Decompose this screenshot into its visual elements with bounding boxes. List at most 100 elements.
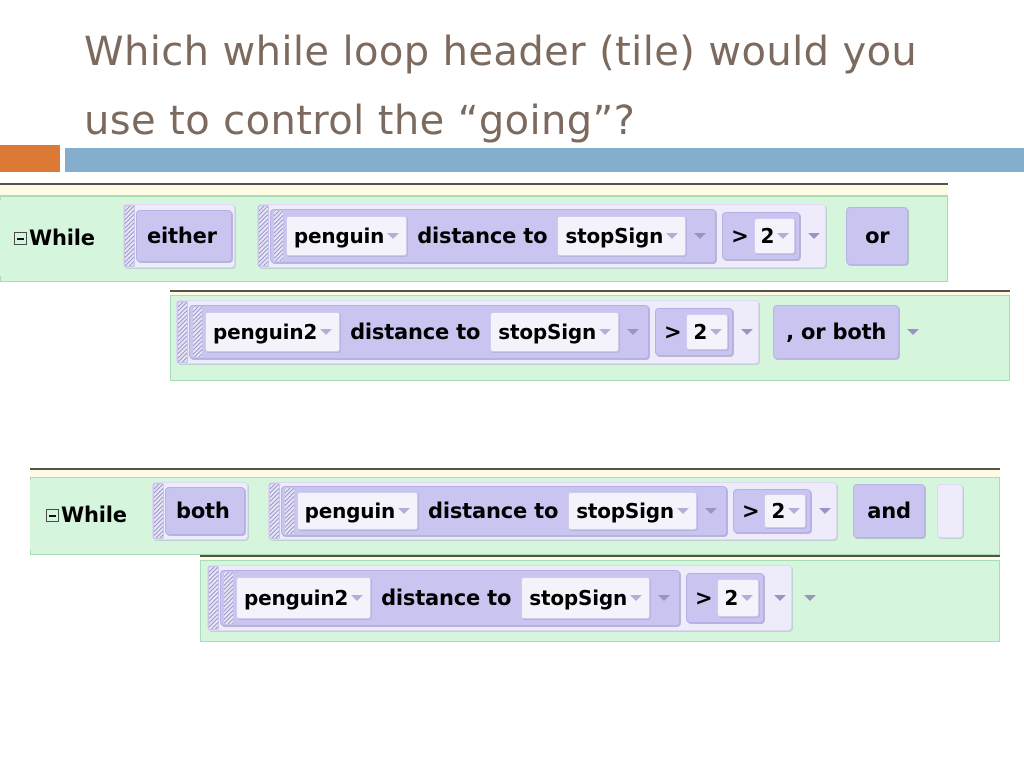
comparison-label: > [731, 224, 749, 248]
drag-grip-icon[interactable] [153, 483, 164, 539]
target-picker-stopsign[interactable]: stopSign [521, 577, 651, 619]
target-picker-stopsign[interactable]: stopSign [490, 312, 620, 352]
object-picker-penguin2[interactable]: penguin2 [205, 312, 341, 352]
trailing-operator-or[interactable]: or [846, 207, 909, 265]
object-label: penguin [304, 499, 396, 523]
comparison-label: > [664, 320, 682, 344]
tile-shell-edge[interactable] [937, 484, 964, 538]
drag-grip-icon[interactable] [223, 571, 234, 625]
code-block-strip-1 [0, 183, 948, 196]
chevron-down-icon[interactable] [788, 505, 801, 517]
method-label: distance to [428, 499, 559, 523]
condition-row-1: either penguin distance to stopSign > 2 [123, 204, 909, 268]
comparison-tile-4[interactable]: penguin2 distance to stopSign > 2 [207, 565, 793, 631]
distance-expression-tile-1[interactable]: penguin distance to stopSign [269, 209, 717, 263]
chevron-down-icon[interactable] [599, 326, 612, 338]
while-header-2[interactable]: While [30, 480, 146, 550]
comparison-tile-2[interactable]: penguin2 distance to stopSign > 2 [176, 300, 760, 364]
operator-label: and [867, 499, 911, 523]
method-label: distance to [381, 586, 512, 610]
chevron-down-icon[interactable] [819, 505, 832, 517]
target-picker-stopsign[interactable]: stopSign [557, 216, 687, 256]
chevron-down-icon[interactable] [777, 230, 790, 242]
logic-tile-either[interactable]: either [123, 204, 235, 268]
method-label: distance to [350, 320, 481, 344]
either-operator-tile[interactable]: either [136, 210, 232, 262]
either-label: either [147, 224, 217, 248]
object-picker-penguin[interactable]: penguin [285, 216, 408, 256]
chevron-down-icon[interactable] [658, 592, 671, 604]
chevron-down-icon[interactable] [774, 592, 787, 604]
drag-grip-icon[interactable] [208, 566, 219, 630]
drag-grip-icon[interactable] [124, 205, 135, 267]
chevron-down-icon[interactable] [630, 592, 643, 604]
target-label: stopSign [529, 586, 628, 610]
value-picker-4[interactable]: 2 [717, 579, 760, 617]
value-picker-1[interactable]: 2 [753, 218, 796, 254]
chevron-down-icon[interactable] [398, 505, 411, 517]
chevron-down-icon[interactable] [804, 592, 817, 604]
chevron-down-icon[interactable] [387, 230, 400, 242]
both-label: both [176, 499, 230, 523]
condition-row-4: penguin2 distance to stopSign > 2 [207, 565, 819, 631]
value-label: 2 [771, 499, 786, 523]
distance-expression-tile-2[interactable]: penguin2 distance to stopSign [189, 305, 650, 359]
chevron-down-icon[interactable] [676, 505, 689, 517]
operator-label: or [865, 224, 890, 248]
value-picker-2[interactable]: 2 [686, 314, 729, 350]
value-picker-3[interactable]: 2 [764, 494, 807, 528]
while-keyword: While [61, 503, 127, 527]
chevron-down-icon[interactable] [666, 230, 679, 242]
trailing-operator-and[interactable]: and [853, 484, 926, 538]
value-label: 2 [724, 586, 739, 610]
comparison-operator-tile-2[interactable]: > 2 [655, 308, 734, 356]
both-operator-tile[interactable]: both [165, 487, 245, 535]
drag-grip-icon[interactable] [257, 205, 269, 267]
chevron-down-icon[interactable] [710, 326, 723, 338]
chevron-down-icon[interactable] [907, 326, 920, 338]
trailing-operator-or-both[interactable]: , or both [773, 305, 900, 359]
target-label: stopSign [576, 499, 674, 523]
chevron-down-icon[interactable] [704, 505, 717, 517]
method-label: distance to [417, 224, 548, 248]
collapse-toggle-icon[interactable] [14, 231, 27, 245]
operator-label: , or both [786, 320, 887, 344]
comparison-operator-tile-3[interactable]: > 2 [732, 489, 812, 533]
drag-grip-icon[interactable] [272, 210, 284, 262]
distance-expression-tile-3[interactable]: penguin distance to stopSign [280, 486, 727, 536]
while-keyword: While [29, 226, 95, 250]
comparison-operator-tile-4[interactable]: > 2 [686, 573, 765, 623]
chevron-down-icon[interactable] [808, 230, 821, 242]
logic-tile-both[interactable]: both [152, 482, 248, 540]
chevron-down-icon[interactable] [694, 230, 707, 242]
chevron-down-icon[interactable] [351, 592, 364, 604]
object-picker-penguin2[interactable]: penguin2 [236, 577, 372, 619]
comparison-label: > [741, 499, 760, 523]
drag-grip-icon[interactable] [283, 487, 295, 535]
comparison-tile-1[interactable]: penguin distance to stopSign > 2 [256, 204, 827, 268]
drag-grip-icon[interactable] [177, 301, 188, 363]
comparison-label: > [695, 586, 713, 610]
distance-expression-tile-4[interactable]: penguin2 distance to stopSign [220, 570, 681, 626]
drag-grip-icon[interactable] [192, 306, 203, 358]
drag-grip-icon[interactable] [268, 483, 280, 539]
chevron-down-icon[interactable] [741, 326, 754, 338]
chevron-down-icon[interactable] [741, 592, 754, 604]
comparison-operator-tile-1[interactable]: > 2 [722, 212, 801, 260]
object-label: penguin2 [244, 586, 349, 610]
target-label: stopSign [565, 224, 664, 248]
target-label: stopSign [498, 320, 597, 344]
while-header-1[interactable]: While [0, 200, 110, 276]
accent-bar-blue [65, 148, 1024, 172]
value-label: 2 [760, 224, 775, 248]
condition-row-3: both penguin distance to stopSign > 2 [152, 482, 964, 540]
comparison-tile-3[interactable]: penguin distance to stopSign > 2 [267, 482, 838, 540]
object-label: penguin2 [213, 320, 318, 344]
object-picker-penguin[interactable]: penguin [296, 492, 419, 530]
chevron-down-icon[interactable] [627, 326, 640, 338]
object-label: penguin [293, 224, 385, 248]
target-picker-stopsign[interactable]: stopSign [568, 492, 697, 530]
collapse-toggle-icon[interactable] [46, 508, 59, 522]
chevron-down-icon[interactable] [320, 326, 333, 338]
accent-bar-orange [0, 145, 60, 172]
